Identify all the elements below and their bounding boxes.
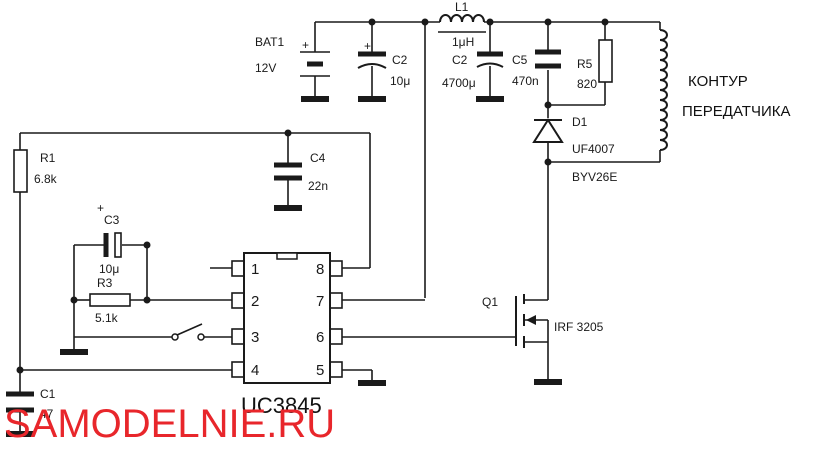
inductor-l1: L1 1μH <box>438 0 486 49</box>
battery-value: 12V <box>255 61 276 75</box>
pin-7-label: 7 <box>316 293 324 310</box>
control-wires <box>19 132 516 392</box>
inductor-value: 1μH <box>452 35 474 49</box>
pin-6-label: 6 <box>316 329 324 346</box>
capacitor-c2-big: C2 4700μ <box>442 51 504 102</box>
pin-4-label: 4 <box>251 362 259 379</box>
resistor-r3: R3 5.1k <box>89 276 131 325</box>
capacitor-c3: + C3 10μ <box>97 201 122 276</box>
pin-3-label: 3 <box>251 329 259 346</box>
d1-ref: D1 <box>572 115 588 129</box>
pin-5-label: 5 <box>316 362 324 379</box>
c1-value: 47 <box>40 407 54 421</box>
c1-ref: C1 <box>40 387 56 401</box>
d1-alt-value: BYV26E <box>572 170 617 184</box>
c5-value: 470n <box>512 74 539 88</box>
c3-plus-sign: + <box>97 201 104 215</box>
capacitor-c4: C4 22n <box>274 151 328 211</box>
capacitor-plus-sign: + <box>364 39 371 53</box>
inductor-ref: L1 <box>455 0 469 14</box>
q1-value: IRF 3205 <box>554 320 604 334</box>
diode-d1: D1 UF4007 BYV26E <box>532 115 617 184</box>
pin-8-label: 8 <box>316 261 324 278</box>
c4-ref: C4 <box>310 151 326 165</box>
mosfet-q1: Q1 IRF 3205 <box>482 294 604 385</box>
battery-ref: BAT1 <box>255 35 284 49</box>
transmitter-coil: КОНТУР ПЕРЕДАТЧИКА <box>659 29 790 151</box>
coil-label-line1: КОНТУР <box>688 73 748 90</box>
c2-small-ref: C2 <box>392 53 408 67</box>
c2-big-ref: C2 <box>452 53 468 67</box>
c2-big-value: 4700μ <box>442 76 476 90</box>
c2-small-value: 10μ <box>390 74 410 88</box>
battery-bat1: + BAT1 12V <box>255 35 330 102</box>
battery-plus-sign: + <box>302 38 309 52</box>
r3-ref: R3 <box>97 276 113 290</box>
watermark-text: SAMODELNIE.RU <box>4 402 335 446</box>
resistor-r1: R1 6.8k <box>13 149 58 193</box>
chip-name: UC3845 <box>241 393 322 418</box>
r5-ref: R5 <box>577 57 593 71</box>
coil-label-line2: ПЕРЕДАТЧИКА <box>682 103 790 120</box>
r5-value: 820 <box>577 77 597 91</box>
c4-value: 22n <box>308 179 328 193</box>
c3-value: 10μ <box>99 262 119 276</box>
resistor-r5: R5 820 <box>577 39 613 91</box>
r3-value: 5.1k <box>95 311 119 325</box>
capacitor-c5: C5 470n <box>512 49 561 88</box>
d1-value: UF4007 <box>572 142 615 156</box>
r1-value: 6.8k <box>34 172 58 186</box>
supply-wires <box>314 21 661 300</box>
capacitor-c2-small: + C2 10μ <box>357 39 410 102</box>
c3-ref: C3 <box>104 213 120 227</box>
pin-2-label: 2 <box>251 293 259 310</box>
pin-1-label: 1 <box>251 261 259 278</box>
c5-ref: C5 <box>512 53 528 67</box>
switch-on-off <box>171 323 205 341</box>
ic-uc3845: 1 2 3 4 8 7 6 5 UC3845 <box>231 252 343 418</box>
q1-ref: Q1 <box>482 295 498 309</box>
r1-ref: R1 <box>40 151 56 165</box>
capacitor-c1: C1 47 <box>6 387 56 437</box>
